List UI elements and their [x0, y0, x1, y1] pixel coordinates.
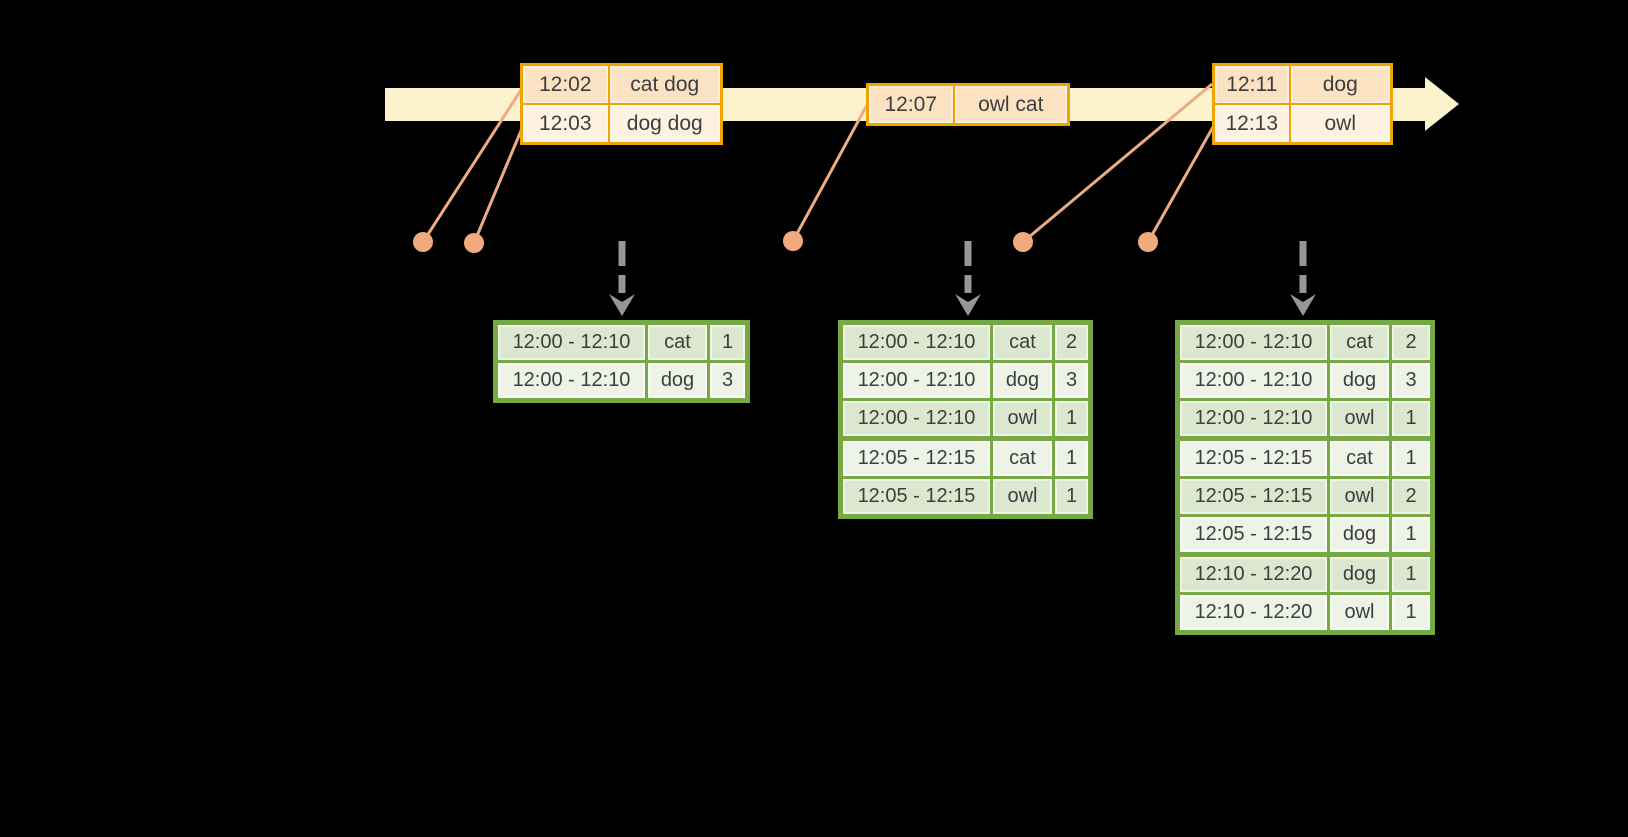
window-cell: 12:00 - 12:10: [1176, 321, 1330, 363]
event-dot: [1013, 232, 1033, 252]
count-cell: 3: [1389, 360, 1434, 401]
window-cell: 12:00 - 12:10: [494, 360, 648, 402]
window-cell: 12:00 - 12:10: [494, 321, 648, 363]
word-cell: dog: [990, 360, 1055, 401]
event-connector-line: [1022, 82, 1213, 244]
count-cell: 1: [1389, 552, 1434, 595]
count-cell: 1: [1389, 398, 1434, 440]
words-cell: dog dog: [607, 103, 723, 145]
word-cell: dog: [1327, 360, 1392, 401]
event-dot: [1138, 232, 1158, 252]
count-cell: 2: [1389, 476, 1434, 517]
event-dot: [464, 233, 484, 253]
time-cell: 12:07: [866, 83, 955, 126]
count-cell: 3: [1052, 360, 1092, 401]
word-cell: cat: [990, 321, 1055, 363]
trigger-arrow-icon: [1290, 241, 1316, 316]
word-cell: owl: [990, 398, 1055, 440]
window-cell: 12:00 - 12:10: [1176, 360, 1330, 401]
word-cell: cat: [1327, 321, 1392, 363]
words-cell: owl: [1288, 103, 1393, 145]
count-cell: 1: [1389, 514, 1434, 556]
word-cell: dog: [645, 360, 710, 402]
count-cell: 1: [1052, 398, 1092, 440]
word-cell: owl: [1327, 592, 1392, 634]
event-dot: [413, 232, 433, 252]
window-cell: 12:10 - 12:20: [1176, 592, 1330, 634]
count-cell: 2: [1052, 321, 1092, 363]
window-cell: 12:10 - 12:20: [1176, 552, 1330, 595]
time-cell: 12:03: [520, 103, 610, 145]
event-connector-line: [421, 89, 523, 243]
event-dot: [783, 231, 803, 251]
word-cell: owl: [990, 476, 1055, 518]
word-cell: dog: [1327, 514, 1392, 556]
window-cell: 12:05 - 12:15: [839, 436, 993, 479]
count-cell: 1: [1052, 436, 1092, 479]
window-cell: 12:05 - 12:15: [1176, 476, 1330, 517]
word-cell: owl: [1327, 476, 1392, 517]
count-cell: 1: [1389, 592, 1434, 634]
window-cell: 12:00 - 12:10: [839, 360, 993, 401]
count-cell: 1: [707, 321, 749, 363]
count-cell: 2: [1389, 321, 1434, 363]
count-cell: 3: [707, 360, 749, 402]
window-cell: 12:00 - 12:10: [1176, 398, 1330, 440]
event-connector-line: [791, 104, 869, 242]
word-cell: cat: [1327, 436, 1392, 479]
time-cell: 12:11: [1212, 63, 1291, 105]
window-cell: 12:05 - 12:15: [1176, 514, 1330, 556]
trigger-arrow-icon: [955, 241, 981, 316]
count-cell: 1: [1052, 476, 1092, 518]
word-cell: dog: [1327, 552, 1392, 595]
time-cell: 12:13: [1212, 103, 1291, 145]
words-cell: cat dog: [607, 63, 723, 105]
trigger-arrow-icon: [609, 241, 635, 316]
event-connector-line: [472, 125, 525, 244]
words-cell: owl cat: [952, 83, 1070, 126]
timeline-arrowhead-icon: [1425, 77, 1459, 131]
count-cell: 1: [1389, 436, 1434, 479]
window-cell: 12:05 - 12:15: [839, 476, 993, 518]
window-cell: 12:05 - 12:15: [1176, 436, 1330, 479]
time-cell: 12:02: [520, 63, 610, 105]
word-cell: cat: [990, 436, 1055, 479]
words-cell: dog: [1288, 63, 1393, 105]
event-connector-line: [1146, 126, 1215, 243]
word-cell: cat: [645, 321, 710, 363]
window-cell: 12:00 - 12:10: [839, 398, 993, 440]
window-cell: 12:00 - 12:10: [839, 321, 993, 363]
word-cell: owl: [1327, 398, 1392, 440]
